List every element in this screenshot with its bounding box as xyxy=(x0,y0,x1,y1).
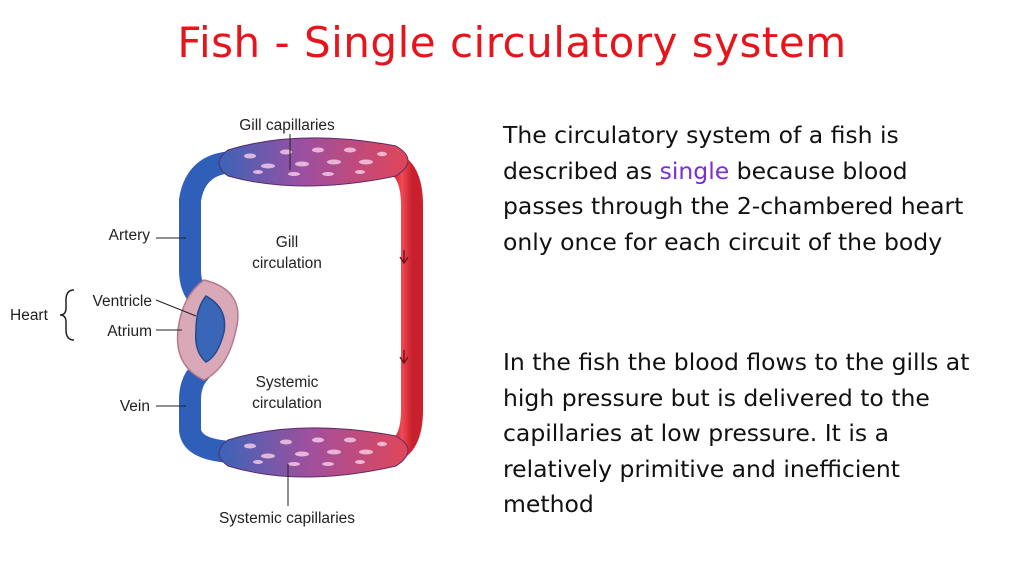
systemic-capillary-pores xyxy=(244,437,387,466)
heart-brace xyxy=(59,289,75,341)
flow-arrow xyxy=(399,350,409,365)
flow-arrow xyxy=(399,250,409,265)
label-systemic-circulation-2: circulation xyxy=(252,395,322,412)
para1-text-end: because blood passes through the 2-chamb… xyxy=(503,156,964,256)
slide-title: Fish - Single circulatory system xyxy=(177,18,847,67)
label-ventricle: Ventricle xyxy=(93,293,152,310)
gill-capillary-bed xyxy=(218,137,409,187)
label-gill-capillaries: Gill capillaries xyxy=(239,117,335,134)
gill-capillary-pores xyxy=(244,147,387,176)
label-artery: Artery xyxy=(109,227,151,244)
label-atrium: Atrium xyxy=(107,323,152,340)
leader-ventricle xyxy=(155,299,197,317)
para1-text-start: The circulatory system of a fish is desc… xyxy=(503,121,899,185)
fish-circulation-diagram: Gill capillaries Artery Gill circulation… xyxy=(10,117,423,527)
para1-highlight-single: single xyxy=(659,156,730,185)
label-systemic-circulation-1: Systemic xyxy=(256,374,319,391)
systemic-capillary-bed xyxy=(218,427,409,478)
label-gill-circulation-2: circulation xyxy=(252,255,322,272)
label-gill-circulation-1: Gill xyxy=(276,234,298,251)
explanation-paragraph-pressure: In the fish the blood flows to the gills… xyxy=(503,348,970,518)
label-vein: Vein xyxy=(120,398,150,415)
heart-ventricle xyxy=(194,295,226,363)
oxygenated-vessel xyxy=(381,151,423,463)
label-systemic-capillaries: Systemic capillaries xyxy=(219,510,355,527)
label-heart: Heart xyxy=(10,307,49,324)
explanation-paragraph-single: The circulatory system of a fish is desc… xyxy=(503,118,973,260)
